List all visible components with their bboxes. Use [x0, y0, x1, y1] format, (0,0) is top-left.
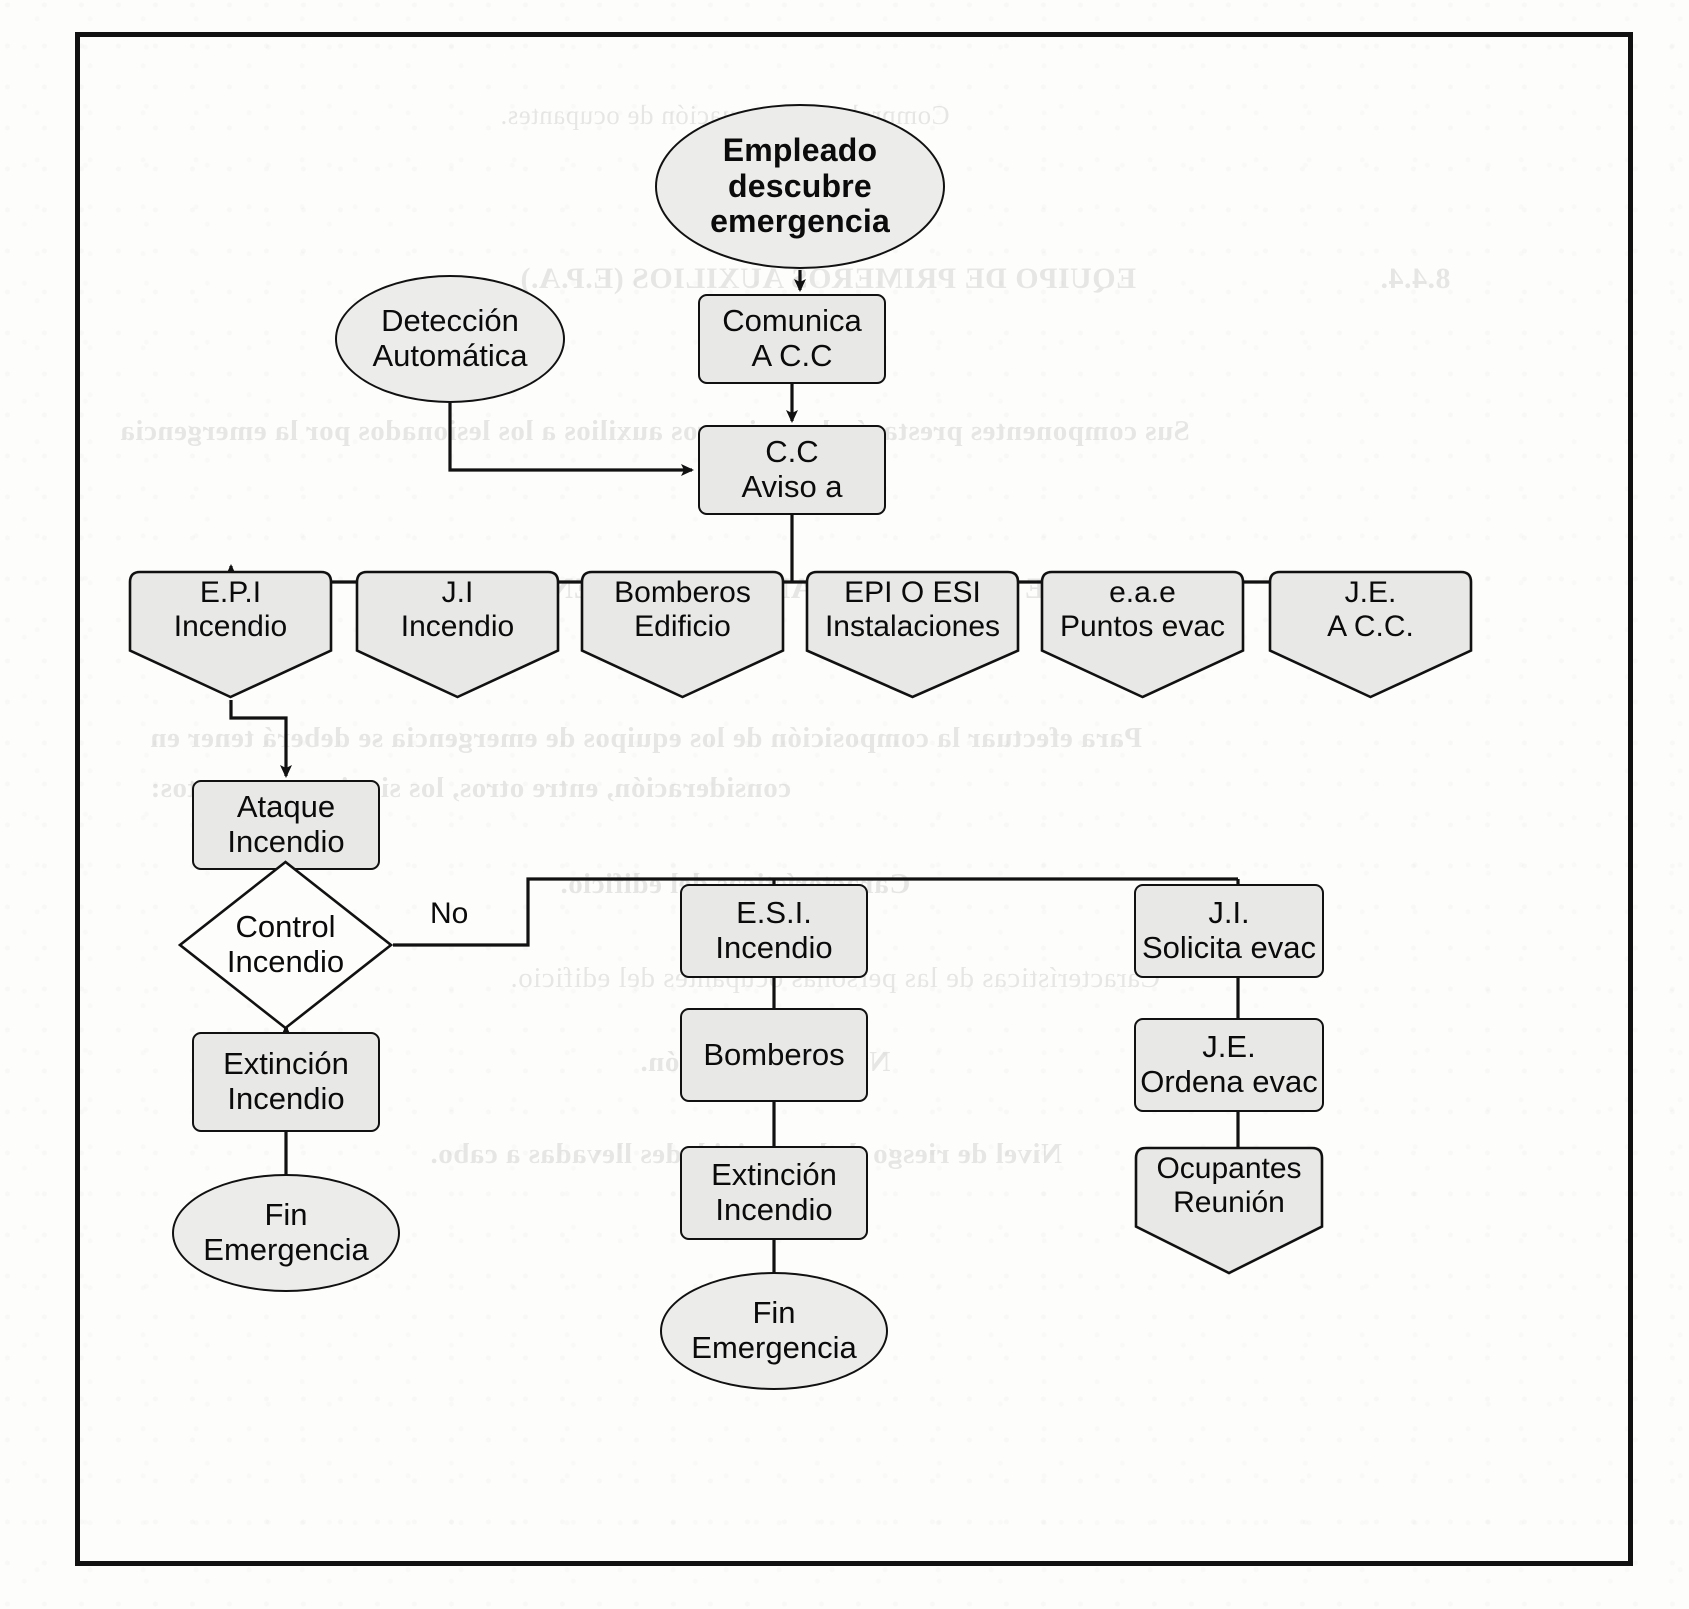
pentagon-shape-icon	[580, 570, 785, 699]
pentagon-shape-icon	[1268, 570, 1473, 699]
node-label-line: A C.C.	[1327, 610, 1414, 644]
node-je-ordena: J.E.Ordena evac	[1134, 1018, 1324, 1112]
node-label-line: Automática	[372, 338, 528, 373]
pentagon-shape-icon	[1134, 1146, 1324, 1275]
pentagon-shape-icon	[805, 570, 1020, 699]
node-label-line: Incendio	[715, 1192, 833, 1227]
node-label-line: Reunión	[1173, 1186, 1285, 1220]
node-label-line: descubre	[728, 167, 872, 204]
node-label-line: A C.C	[751, 338, 833, 373]
node-label-line: Emergencia	[691, 1330, 857, 1365]
node-label-line: Empleado	[722, 131, 878, 168]
node-label-line: Bomberos	[614, 576, 751, 610]
node-label-line: Incendio	[715, 930, 833, 965]
node-je-acc: J.E.A C.C.	[1268, 570, 1473, 700]
node-label-line: Ocupantes	[1156, 1152, 1302, 1186]
pentagon-shape-icon	[128, 570, 333, 699]
pentagon-shape-icon	[1040, 570, 1245, 699]
node-label-line: Extinción	[223, 1046, 349, 1082]
node-label-line: J.E.	[1202, 1029, 1256, 1065]
node-label-line: Fin	[264, 1197, 308, 1233]
node-label-line: Incendio	[227, 824, 345, 859]
node-label-line: Comunica	[722, 303, 862, 339]
node-label-line: Fin	[752, 1295, 796, 1331]
node-label-line: Solicita evac	[1141, 930, 1317, 965]
node-label-line: Extinción	[711, 1157, 837, 1193]
node-label-line: Aviso a	[741, 469, 843, 504]
node-label-line: Emergencia	[203, 1232, 369, 1267]
node-label-line: Instalaciones	[824, 610, 1001, 644]
edge-deteccion-to-cc	[448, 403, 694, 476]
node-label-line: Incendio	[400, 610, 515, 644]
node-label-line: E.S.I.	[736, 895, 812, 931]
node-label-line: Ordena evac	[1140, 1064, 1318, 1099]
node-label-line: Detección	[381, 303, 519, 339]
node-label-line: emergencia	[710, 203, 890, 240]
node-label-line: Incendio	[173, 610, 288, 644]
diagram-frame-border	[75, 32, 1633, 1566]
node-label-line: Ataque	[236, 789, 336, 825]
node-label-line: Puntos evac	[1059, 610, 1226, 644]
node-label-line: J.I.	[1208, 895, 1250, 931]
node-esi-incendio: E.S.I.Incendio	[680, 884, 868, 978]
node-label-line: Control	[235, 909, 336, 945]
node-label-line: e.a.e	[1109, 576, 1176, 610]
node-label-line: Incendio	[227, 1081, 345, 1116]
node-label-line: J.E.	[1344, 576, 1397, 610]
node-label-line: C.C	[765, 434, 819, 470]
node-label-line: Bomberos	[703, 1036, 845, 1072]
pentagon-shape-icon	[355, 570, 560, 699]
node-bomberos: Bomberos	[680, 1008, 868, 1102]
edge-label-no-label: No	[430, 897, 469, 930]
node-label-line: J.I	[441, 576, 474, 610]
node-ji-solicita: J.I.Solicita evac	[1134, 884, 1324, 978]
node-label-line: E.P.I	[199, 576, 262, 610]
node-label-line: EPI O ESI	[844, 576, 981, 610]
node-label: J.E.A C.C.	[1268, 570, 1473, 651]
edge-no-path	[393, 877, 1238, 947]
edge-epi-to-ataque	[229, 700, 292, 778]
node-label-line: Edificio	[634, 610, 731, 644]
node-label-line: Incendio	[226, 944, 345, 979]
